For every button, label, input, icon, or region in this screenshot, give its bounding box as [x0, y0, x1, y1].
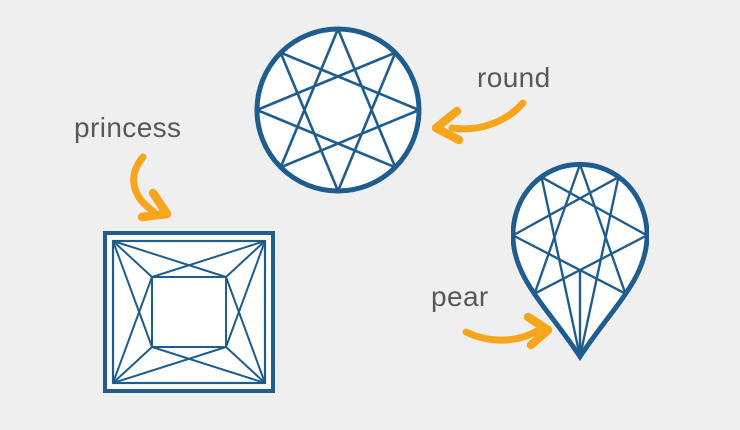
label-round: round	[477, 62, 551, 93]
arrow-princess-icon	[130, 153, 172, 222]
round-diamond-shape	[253, 25, 423, 195]
princess-diamond-icon	[103, 231, 275, 393]
label-princess: princess	[74, 112, 182, 143]
pear-diamond-shape	[511, 161, 649, 361]
princess-diamond-shape	[103, 231, 275, 393]
label-pear: pear	[431, 281, 489, 312]
pear-diamond-icon	[511, 161, 649, 361]
round-diamond-icon	[254, 26, 422, 194]
arrow-round-icon	[431, 99, 527, 145]
